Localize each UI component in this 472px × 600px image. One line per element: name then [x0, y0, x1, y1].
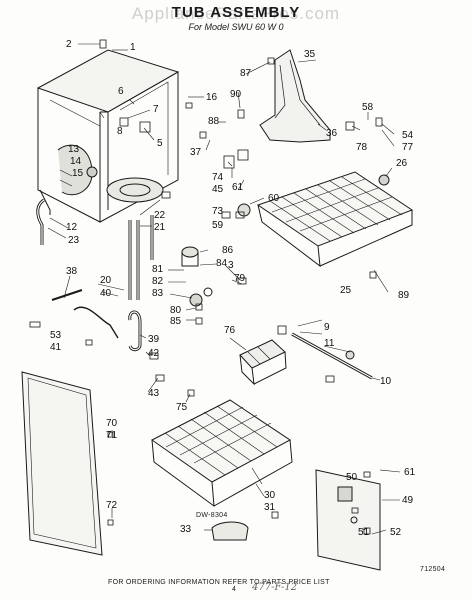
callout-2: 2 — [66, 39, 72, 50]
callout-33: 33 — [180, 524, 192, 535]
callout-89: 89 — [398, 290, 410, 301]
callout-43: 43 — [148, 388, 160, 399]
callout-90: 90 — [230, 89, 242, 100]
callout-8: 8 — [117, 126, 123, 137]
callout-86: 86 — [222, 245, 234, 256]
callout-22: 22 — [154, 210, 166, 221]
callout-21: 21 — [154, 222, 166, 233]
callout-35: 35 — [304, 49, 316, 60]
handwritten-note: 477-F-12 — [252, 582, 298, 593]
callout-14: 14 — [70, 156, 82, 167]
wire-part — [73, 306, 119, 339]
callout-31: 31 — [264, 502, 276, 513]
callout-23: 23 — [68, 235, 80, 246]
silverware-basket — [239, 339, 287, 386]
spray-arm-hub — [378, 174, 390, 186]
callout-38: 38 — [66, 266, 78, 277]
door-handle — [211, 521, 249, 541]
callout-74: 74 — [212, 172, 224, 183]
callout-10: 10 — [380, 376, 392, 387]
callout-40: 40 — [100, 288, 112, 299]
callout-50: 50 — [346, 472, 358, 483]
callout-5: 5 — [157, 138, 163, 149]
callout-75: 75 — [176, 402, 188, 413]
date-code: 712504 — [420, 566, 446, 573]
callout-39: 39 — [148, 334, 160, 345]
pump-motor — [181, 246, 213, 307]
callout-79: 79 — [234, 273, 246, 284]
callout-77: 77 — [402, 142, 414, 153]
callout-26: 26 — [396, 158, 408, 169]
callout-25: 25 — [340, 285, 352, 296]
ordering-note: FOR ORDERING INFORMATION REFER TO PARTS … — [108, 579, 330, 586]
callout-71: 71 — [106, 430, 118, 441]
rod-part — [51, 289, 83, 301]
callout-73: 73 — [212, 206, 224, 217]
mounting-plate — [315, 469, 381, 571]
callout-76: 76 — [224, 325, 236, 336]
callout-78: 78 — [356, 142, 368, 153]
callout-80: 80 — [170, 305, 182, 316]
callout-84: 84 — [216, 258, 228, 269]
callout-37: 37 — [190, 147, 202, 158]
callout-15: 15 — [72, 168, 84, 179]
callout-6: 6 — [118, 86, 124, 97]
callout-58: 58 — [362, 102, 374, 113]
callout-30: 30 — [264, 490, 276, 501]
callout-52: 52 — [390, 527, 402, 538]
rack-support-bracket — [259, 49, 331, 143]
callout-51: 51 — [358, 527, 370, 538]
fill-tube — [128, 310, 142, 352]
callout-7: 7 — [153, 104, 159, 115]
callout-53: 53 — [50, 330, 62, 341]
callout-1: 1 — [130, 42, 136, 53]
callout-88: 88 — [208, 116, 220, 127]
callout-3: 3 — [228, 260, 234, 271]
callout-54: 54 — [402, 130, 414, 141]
diagram-title: TUB ASSEMBLY — [171, 4, 301, 21]
callout-61: 61 — [232, 182, 244, 193]
model-subtitle: For Model SWU 60 W 0 — [188, 22, 284, 32]
callout-20: 20 — [100, 275, 112, 286]
site-watermark: AppliancePartsPros.com — [131, 4, 341, 23]
door-panel — [21, 371, 103, 556]
callout-60: 60 — [268, 193, 280, 204]
callout-85: 85 — [170, 316, 182, 327]
callout-9: 9 — [324, 322, 330, 333]
callout-numbers: 1235678910111213141516202122232526303133… — [50, 39, 416, 538]
callout-36: 36 — [326, 128, 338, 139]
callout-70: 70 — [106, 418, 118, 429]
callout-83: 83 — [152, 288, 164, 299]
diagram-code: DW-8304 — [196, 512, 228, 519]
callout-13: 13 — [68, 144, 80, 155]
callout-49: 49 — [402, 495, 414, 506]
leader-lines — [47, 43, 401, 535]
callout-87: 87 — [240, 68, 252, 79]
callout-72: 72 — [106, 500, 118, 511]
page-number: 4 — [232, 586, 237, 593]
callout-82: 82 — [152, 276, 164, 287]
callout-42: 42 — [148, 348, 160, 359]
callout-16: 16 — [206, 92, 218, 103]
callout-81: 81 — [152, 264, 164, 275]
callout-12: 12 — [66, 222, 78, 233]
callout-45: 45 — [212, 184, 224, 195]
callout-61-plate: 61 — [404, 467, 416, 478]
callout-41: 41 — [50, 342, 62, 353]
callout-11: 11 — [324, 338, 335, 349]
tub-body — [36, 49, 180, 223]
spray-tubes — [128, 215, 154, 300]
callout-59: 59 — [212, 220, 224, 231]
upper-dish-rack — [256, 171, 414, 268]
lower-dish-rack — [151, 399, 293, 508]
